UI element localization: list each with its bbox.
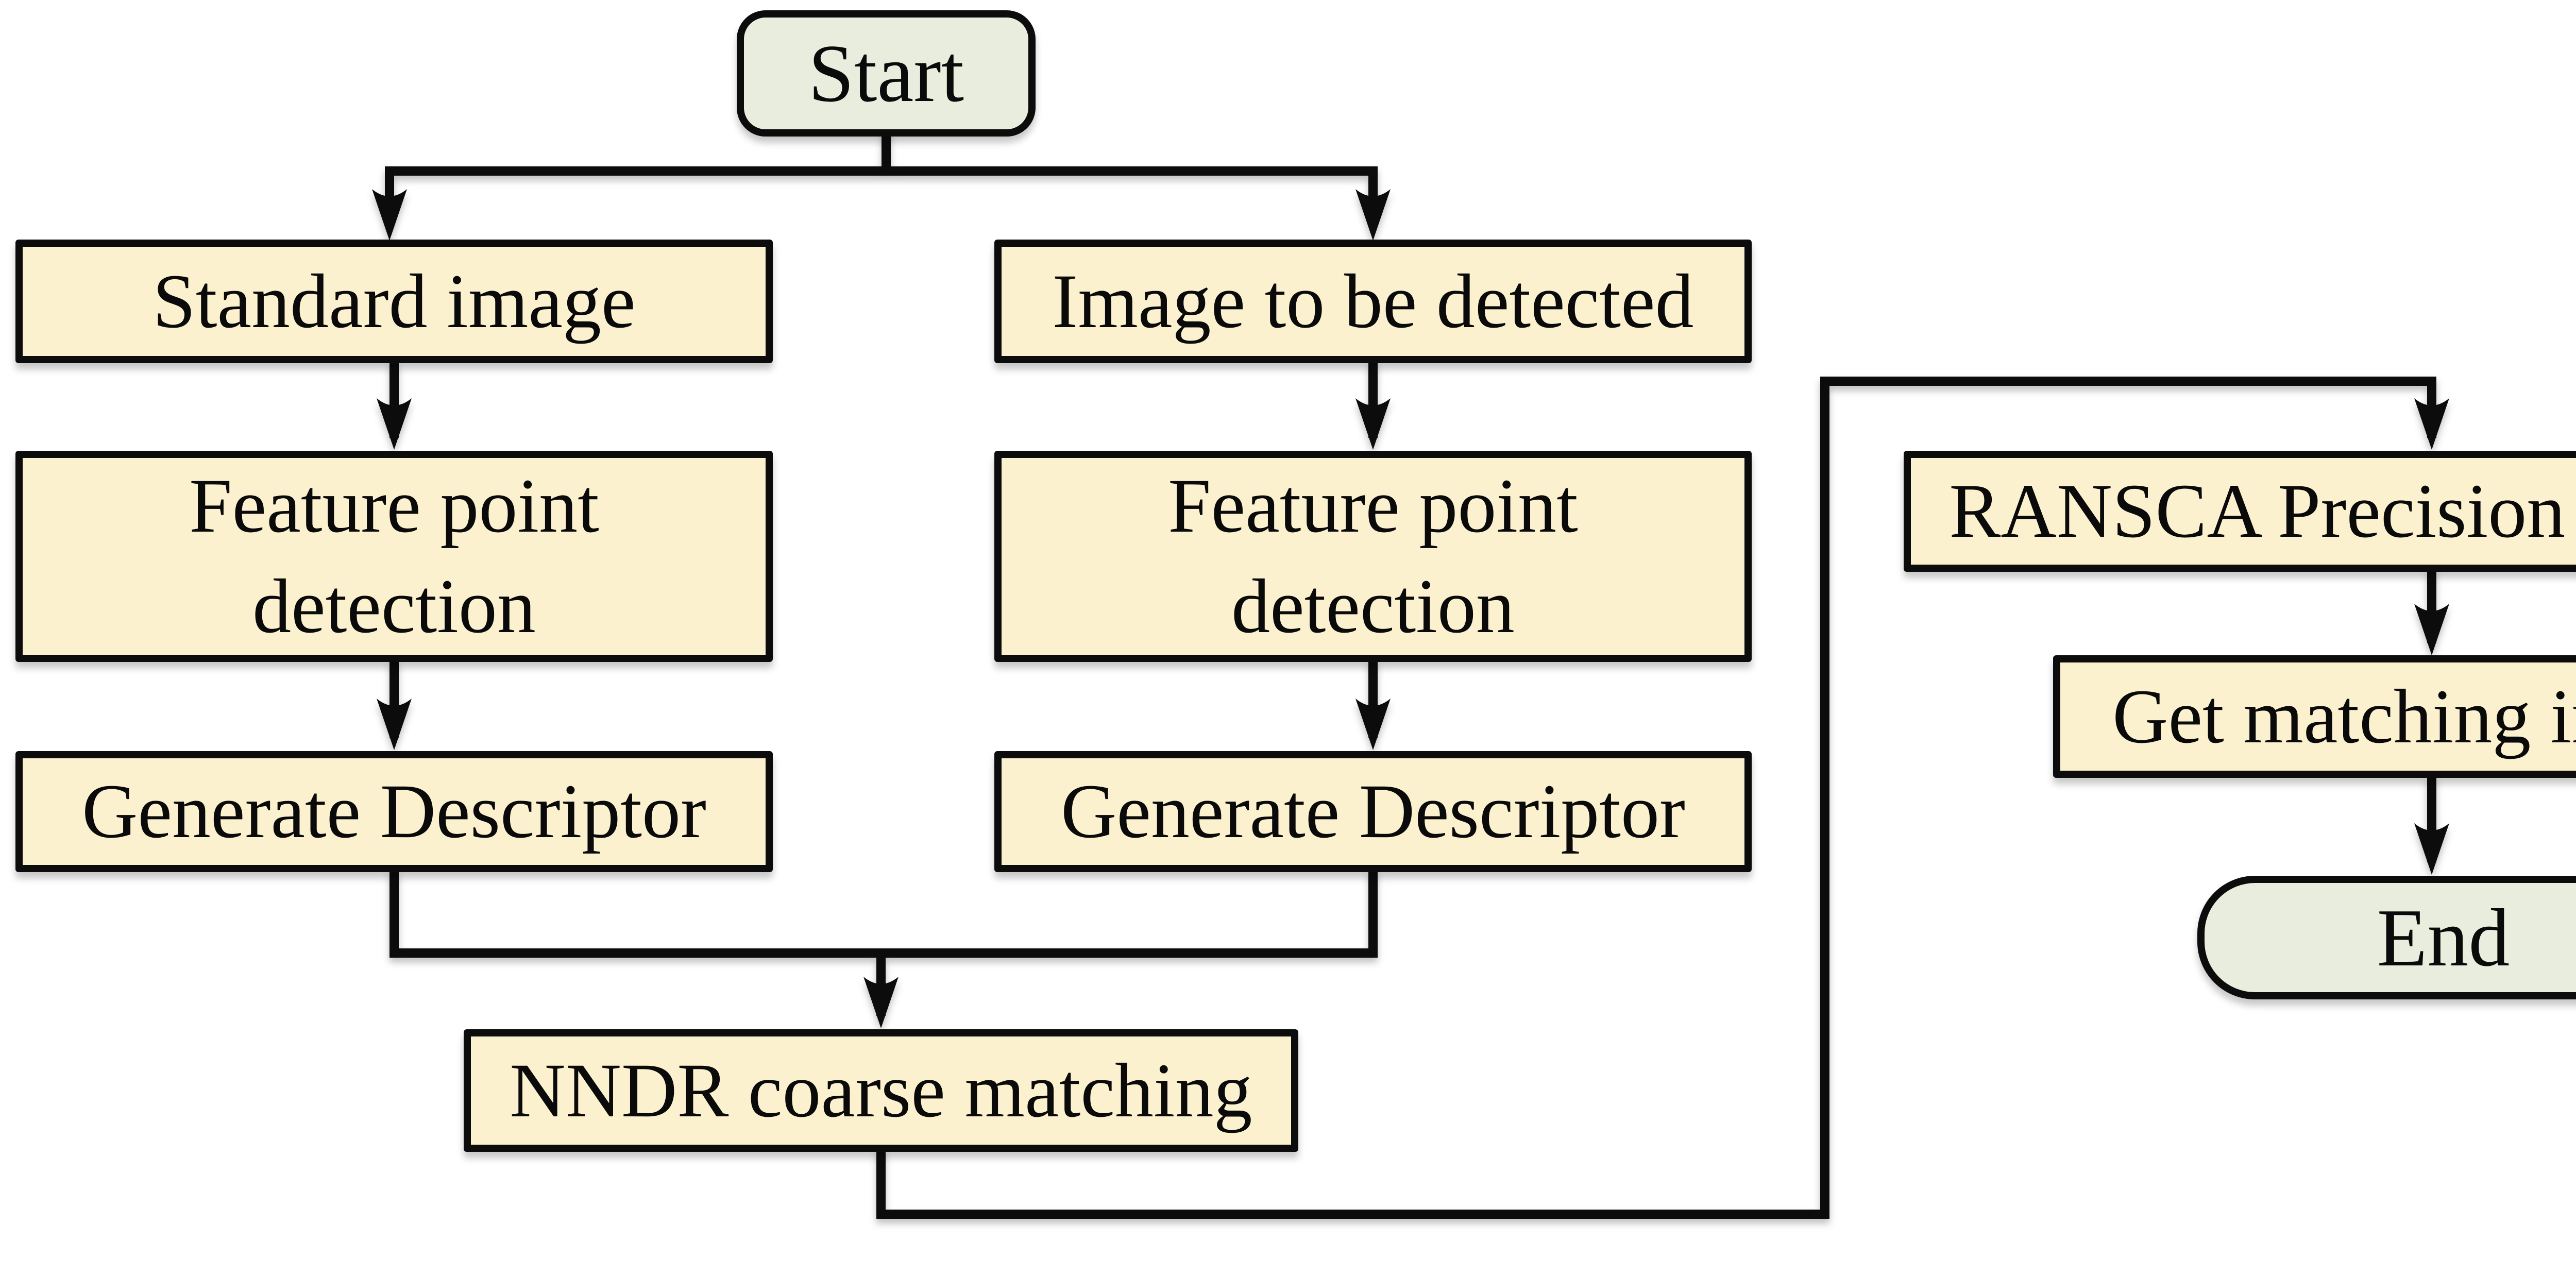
arrowhead-icon <box>2414 823 2449 875</box>
arrowhead-icon <box>2414 398 2449 450</box>
arrowhead-icon <box>863 977 899 1028</box>
node-generate-descriptor-right: Generate Descriptor <box>994 751 1752 872</box>
arrowhead-icon <box>1355 398 1391 450</box>
node-label: Get matching images <box>2112 673 2576 759</box>
node-label-line: Feature point <box>189 463 599 549</box>
node-standard-image: Standard image <box>15 240 773 363</box>
node-feature-point-detection-left: Feature point detection <box>15 451 773 662</box>
node-label-line: Feature point <box>1168 463 1578 549</box>
node-label: Generate Descriptor <box>82 769 706 854</box>
node-start: Start <box>737 10 1036 137</box>
arrowhead-icon <box>2414 604 2449 655</box>
node-ransca-precision-matching: RANSCA Precision Matching <box>1904 451 2576 572</box>
node-get-matching-images: Get matching images <box>2053 655 2576 778</box>
node-feature-point-detection-right: Feature point detection <box>994 451 1752 662</box>
node-label: Standard image <box>152 258 636 344</box>
node-label-line: detection <box>252 564 536 649</box>
arrowhead-icon <box>1355 189 1391 241</box>
node-end: End <box>2197 876 2576 999</box>
node-label: RANSCA Precision Matching <box>1949 468 2576 554</box>
node-nndr-coarse-matching: NNDR coarse matching <box>464 1029 1298 1152</box>
node-label-line: detection <box>1231 564 1515 649</box>
node-generate-descriptor-left: Generate Descriptor <box>15 751 773 872</box>
arrowhead-icon <box>372 189 407 241</box>
node-label: Generate Descriptor <box>1061 769 1685 854</box>
node-label: Start <box>808 27 964 119</box>
arrowhead-icon <box>377 699 412 750</box>
node-label: NNDR coarse matching <box>510 1047 1252 1133</box>
arrowhead-icon <box>377 398 412 450</box>
node-label: End <box>2377 891 2510 983</box>
node-image-to-be-detected: Image to be detected <box>994 240 1752 363</box>
arrowhead-icon <box>1355 699 1391 750</box>
node-label: Image to be detected <box>1052 258 1694 344</box>
